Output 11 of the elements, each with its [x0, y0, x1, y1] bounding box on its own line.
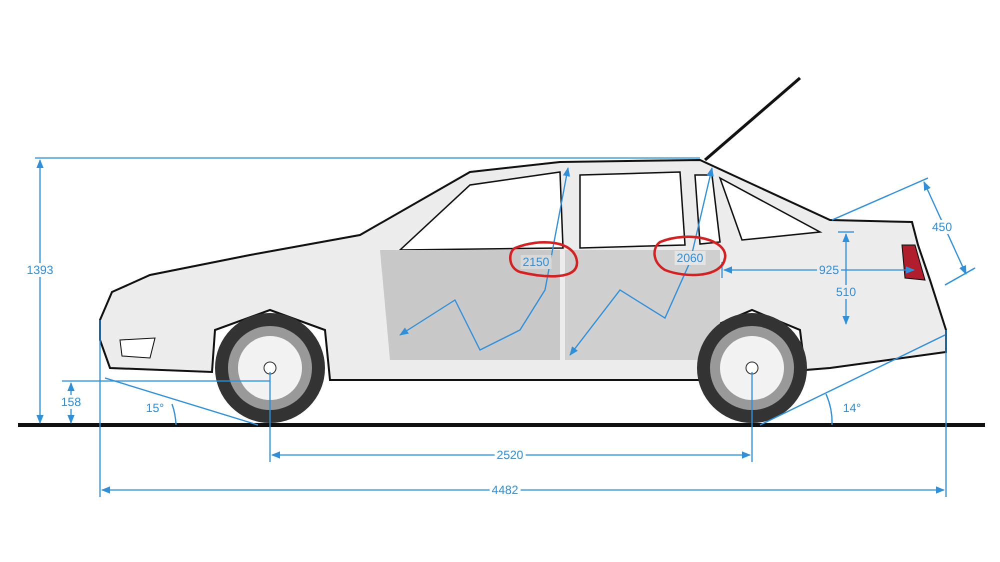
dimension-label: 2520	[494, 448, 526, 462]
dimension-label: 158	[58, 395, 84, 409]
dimension-label: 15°	[144, 401, 166, 415]
dimension-label: 510	[834, 285, 858, 299]
dimension-label: 2150	[520, 255, 552, 269]
dimension-label: 4482	[490, 483, 520, 497]
dimension-label: 1393	[24, 263, 56, 277]
dimension-label: 925	[816, 263, 842, 277]
dimension-label: 450	[930, 220, 954, 234]
dimension-label: 2060	[674, 251, 706, 265]
dimension-label: 14°	[840, 401, 864, 415]
